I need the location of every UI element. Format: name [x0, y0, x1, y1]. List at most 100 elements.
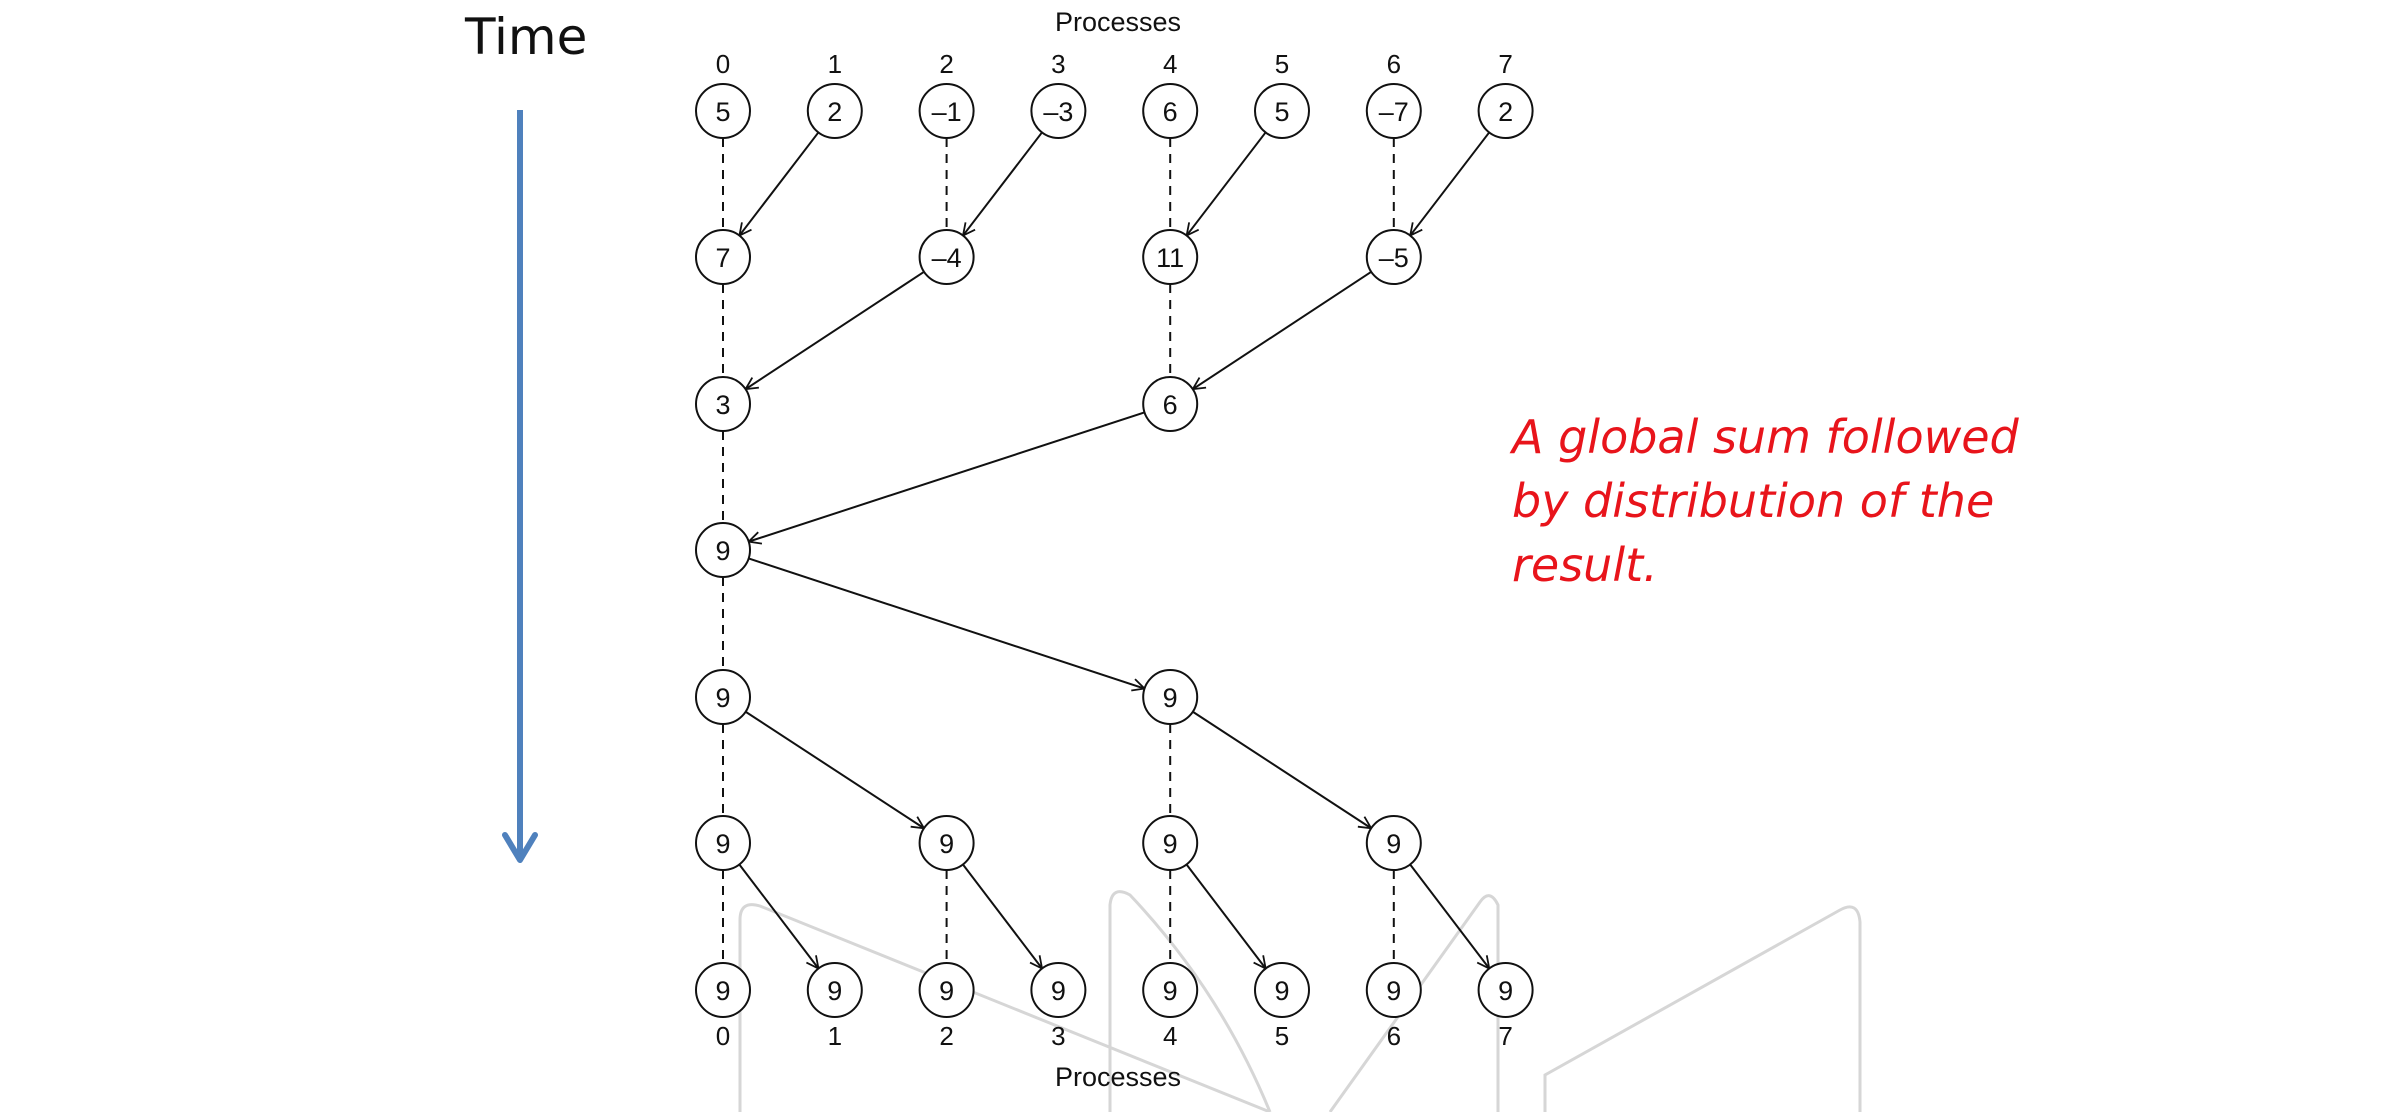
- message-arrow: [1193, 270, 1372, 389]
- node-value: 2: [1498, 97, 1513, 127]
- node-circle: [1365, 962, 1422, 1018]
- message-arrow: [739, 131, 820, 235]
- process-node: 9: [1142, 815, 1199, 871]
- node-circle: [1365, 229, 1422, 285]
- process-node: 9: [695, 962, 751, 1018]
- process-node: 9: [918, 815, 975, 871]
- message-arrow: [746, 270, 925, 389]
- process-node: 2: [806, 83, 863, 139]
- node-value: 6: [1163, 390, 1178, 420]
- message-arrow: [748, 557, 1145, 688]
- node-circle: [1142, 815, 1199, 871]
- node-value: –5: [1379, 243, 1409, 273]
- node-value: 9: [1386, 976, 1401, 1006]
- node-circle: [918, 815, 975, 871]
- node-value: 5: [715, 97, 730, 127]
- node-circle: [1142, 229, 1199, 285]
- node-value: 5: [1274, 97, 1289, 127]
- node-value: 6: [1163, 97, 1178, 127]
- process-id-top: 0: [716, 49, 730, 79]
- process-node: 9: [1477, 962, 1534, 1018]
- node-circle: [1142, 669, 1199, 725]
- process-node: –1: [918, 83, 975, 139]
- process-node: –3: [1030, 83, 1087, 139]
- node-value: –7: [1379, 97, 1409, 127]
- process-node: 9: [806, 962, 863, 1018]
- node-circle: [1365, 83, 1422, 139]
- node-circle: [1142, 962, 1199, 1018]
- node-circle: [918, 229, 975, 285]
- message-arrow: [1185, 863, 1266, 968]
- node-circle: [1477, 962, 1534, 1018]
- node-circle: [695, 962, 751, 1018]
- time-arrow-head: [502, 832, 538, 863]
- message-arrow: [1410, 131, 1490, 235]
- node-value: 9: [1163, 829, 1178, 859]
- process-node: 9: [695, 815, 751, 871]
- node-circle: [918, 83, 975, 139]
- time-arrow: [502, 110, 538, 863]
- node-circle: [1030, 83, 1087, 139]
- process-id-top: 7: [1498, 49, 1512, 79]
- process-id-top: 4: [1163, 49, 1177, 79]
- process-id-top: 3: [1051, 49, 1065, 79]
- node-circle: [1030, 962, 1087, 1018]
- node-value: 9: [715, 536, 730, 566]
- process-node: 9: [1254, 962, 1310, 1018]
- node-circle: [806, 83, 863, 139]
- process-node: 9: [1030, 962, 1087, 1018]
- processes-label-top: Processes: [1055, 7, 1181, 37]
- process-node: 5: [1254, 83, 1310, 139]
- node-circle: [695, 83, 751, 139]
- process-node: 7: [695, 229, 751, 285]
- node-circle: [1142, 83, 1199, 139]
- node-circle: [695, 229, 751, 285]
- process-id-bottom: 5: [1275, 1021, 1289, 1051]
- node-value: 9: [1498, 976, 1513, 1006]
- message-arrow: [738, 863, 818, 968]
- caption-line: result.: [1512, 538, 1658, 592]
- message-arrow: [1187, 131, 1267, 235]
- node-value: 2: [827, 97, 842, 127]
- caption-line: by distribution of the: [1512, 474, 1995, 528]
- node-value: 9: [939, 976, 954, 1006]
- process-id-bottom: 4: [1163, 1021, 1177, 1051]
- process-node: 9: [1365, 962, 1422, 1018]
- process-node: 6: [1142, 83, 1199, 139]
- process-node: 9: [1365, 815, 1422, 871]
- node-value: 11: [1156, 243, 1184, 273]
- node-circle: [695, 815, 751, 871]
- process-node: –5: [1365, 229, 1422, 285]
- process-node: 11: [1142, 229, 1199, 285]
- node-circle: [1365, 815, 1422, 871]
- node-value: 9: [939, 829, 954, 859]
- process-id-bottom: 3: [1051, 1021, 1065, 1051]
- node-value: 9: [1163, 976, 1178, 1006]
- node-value: 9: [1051, 976, 1066, 1006]
- process-id-bottom: 7: [1498, 1021, 1512, 1051]
- message-arrow: [963, 131, 1043, 235]
- node-circle: [806, 962, 863, 1018]
- node-circle: [1254, 83, 1310, 139]
- caption: A global sum followed by distribution of…: [1512, 405, 2232, 597]
- process-node: 9: [918, 962, 975, 1018]
- node-value: –4: [932, 243, 962, 273]
- node-value: 9: [715, 829, 730, 859]
- process-node: 2: [1477, 83, 1534, 139]
- node-value: 9: [1163, 683, 1178, 713]
- node-value: 9: [1386, 829, 1401, 859]
- process-node: 5: [695, 83, 751, 139]
- node-circle: [695, 376, 751, 432]
- node-value: 9: [715, 683, 730, 713]
- message-arrow: [962, 863, 1042, 968]
- process-node: 6: [1142, 376, 1199, 432]
- process-id-top: 2: [939, 49, 953, 79]
- process-node: 3: [695, 376, 751, 432]
- process-node: 9: [1142, 669, 1199, 725]
- node-circle: [918, 962, 975, 1018]
- process-id-top: 6: [1387, 49, 1401, 79]
- time-label: Time: [465, 8, 588, 66]
- process-node: –7: [1365, 83, 1422, 139]
- node-value: –1: [932, 97, 962, 127]
